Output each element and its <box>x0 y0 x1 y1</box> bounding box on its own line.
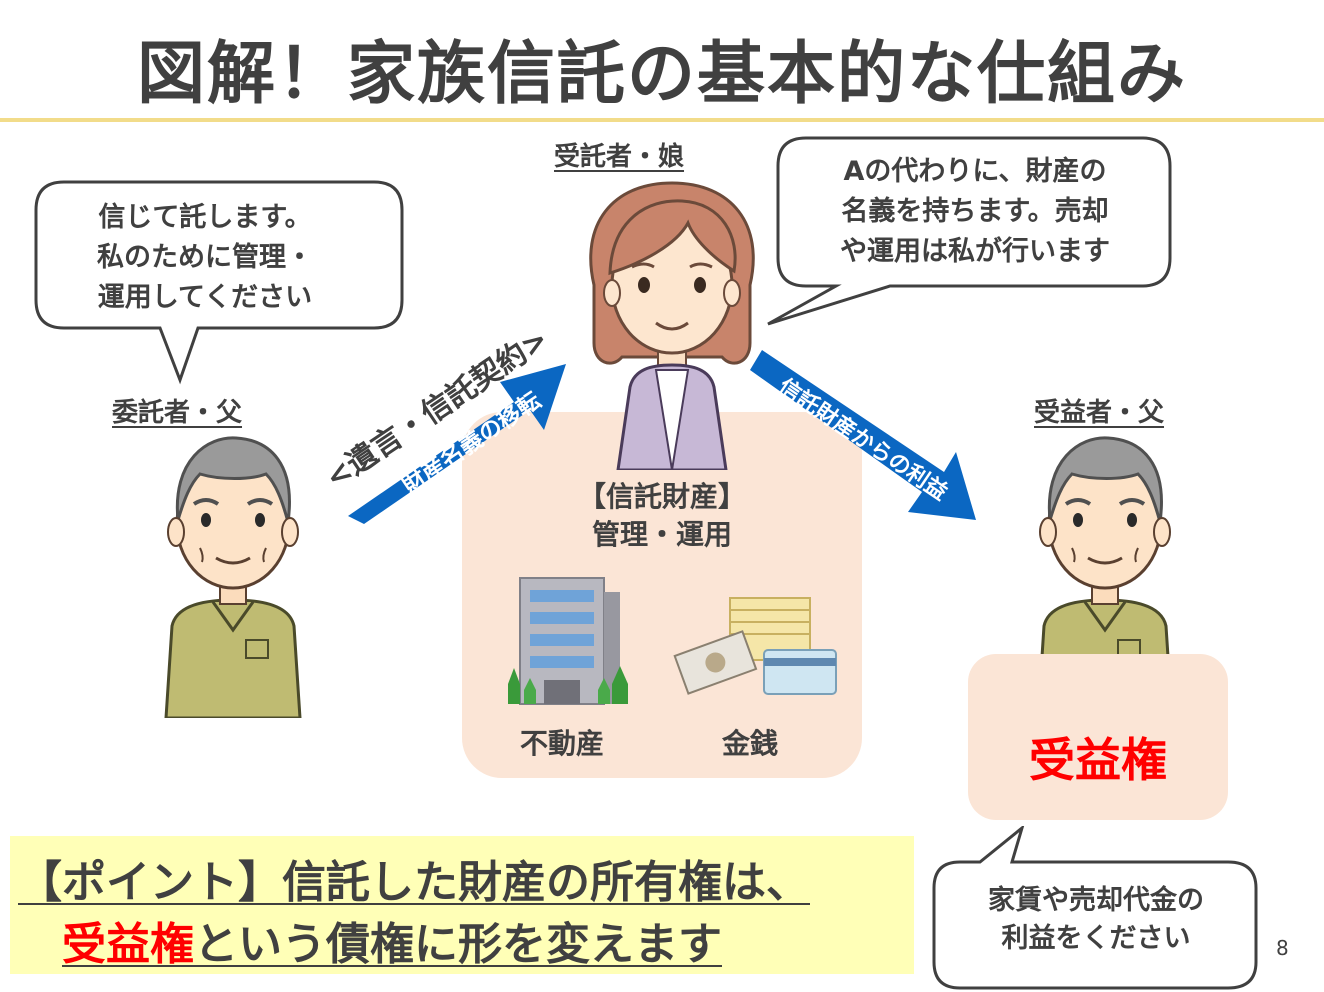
point-line-2-rest: という債権に形を変えます <box>194 919 722 970</box>
point-highlight <box>10 836 914 974</box>
building-icon <box>508 577 628 705</box>
trust-property-title: 【信託財産】 <box>577 480 746 513</box>
settlor-bubble-line-1: 信じて託します。 <box>98 202 312 233</box>
trust-management-text: 管理・運用 <box>591 518 732 551</box>
point-line-2: 受益権という債権に形を変えます <box>62 908 722 972</box>
title-divider <box>0 118 1324 122</box>
settlor-bubble-line-2: 私のために管理・ <box>97 242 313 273</box>
trustee-bubble-line-3: や運用は私が行います <box>840 236 1110 267</box>
point-line-1: 【ポイント】信託した財産の所有権は、 <box>18 857 810 908</box>
settlor-speech-bubble <box>34 180 404 385</box>
trustee-speech-bubble <box>767 136 1172 326</box>
beneficiary-label: 受益者・父 <box>1034 398 1165 428</box>
money-label: 金銭 <box>722 727 779 760</box>
trust-profit-arrow <box>750 350 976 520</box>
trustee-label: 受託者・娘 <box>554 142 685 172</box>
beneficiary-bubble-line-2: 利益をください <box>1001 923 1191 954</box>
page-number: 8 <box>1276 936 1289 960</box>
beneficiary-bubble-text: 家賃や売却代金の 利益をください <box>940 882 1252 958</box>
settlor-bubble-line-3: 運用してください <box>97 282 313 313</box>
trustee-bubble-line-1: Aの代わりに、財産の <box>843 156 1107 187</box>
settlor-bubble-text: 信じて託します。 私のために管理・ 運用してください <box>40 198 370 318</box>
page-title: 図解！家族信託の基本的な仕組み <box>136 35 1187 114</box>
beneficial-right-text: 受益権 <box>1029 733 1167 787</box>
beneficiary-speech-bubble <box>932 826 1258 990</box>
money-icon <box>673 597 837 695</box>
point-beneficial-right: 受益権 <box>62 919 194 970</box>
trustee-bubble-line-2: 名義を持ちます。売却 <box>841 196 1109 227</box>
settlor-label: 委託者・父 <box>112 398 243 428</box>
beneficiary-bubble-line-1: 家賃や売却代金の <box>988 885 1204 916</box>
trustee-bubble-text: Aの代わりに、財産の 名義を持ちます。売却 や運用は私が行います <box>788 152 1162 272</box>
daughter-trustee-illustration <box>589 181 755 470</box>
title-transfer-arrow <box>348 364 566 524</box>
beneficial-right-box <box>968 654 1228 820</box>
real-estate-label: 不動産 <box>520 727 605 760</box>
father-settlor-illustration <box>164 436 302 718</box>
